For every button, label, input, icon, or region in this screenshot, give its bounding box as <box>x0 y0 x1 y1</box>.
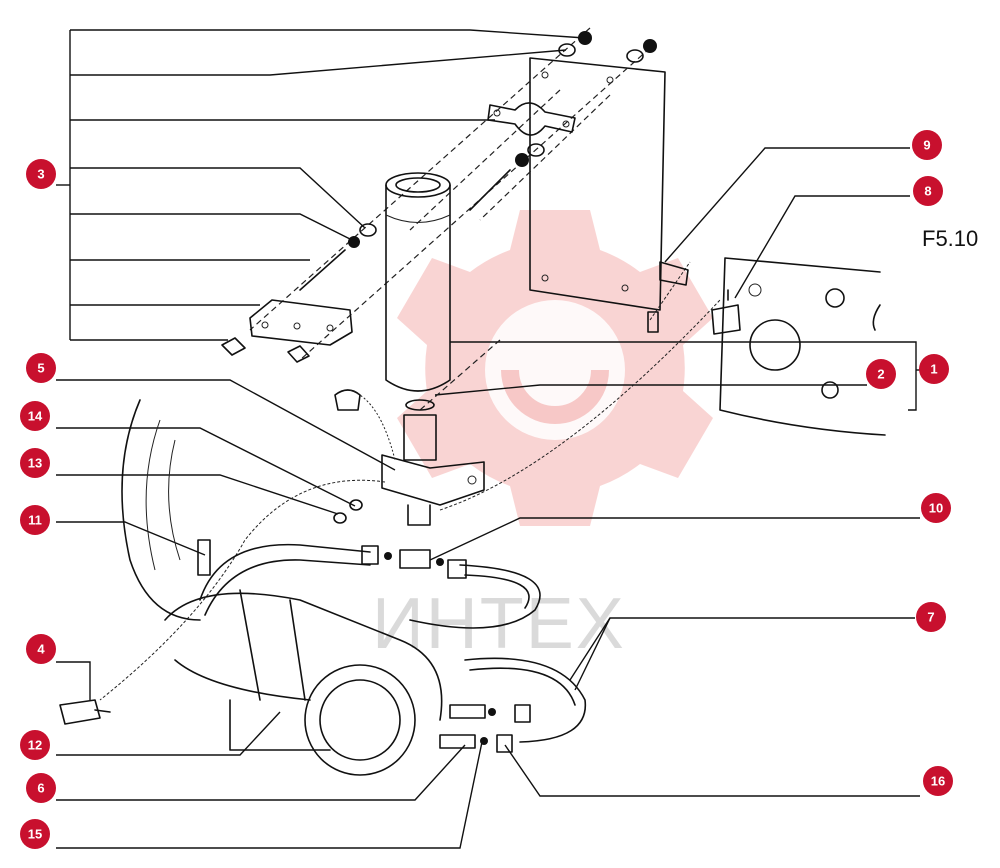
connector-9 <box>647 261 689 333</box>
svg-text:9: 9 <box>923 138 930 153</box>
fuel-pipes <box>199 543 587 743</box>
callout-8: 8 <box>913 176 943 206</box>
small-washers <box>333 499 363 524</box>
callout-3: 3 <box>26 159 56 189</box>
callout-14: 14 <box>20 401 50 431</box>
upper-clamp <box>487 102 576 136</box>
callout-15: 15 <box>20 819 50 849</box>
watermark-gear-hole <box>485 300 625 440</box>
callout-13: 13 <box>20 448 50 478</box>
filter-head <box>381 414 485 526</box>
engine-block <box>121 399 331 751</box>
unions-lower <box>439 704 531 753</box>
filter-canister <box>385 172 451 392</box>
callout-5: 5 <box>26 353 56 383</box>
callout-4: 4 <box>26 634 56 664</box>
fitting-10 <box>361 545 467 579</box>
tank-body <box>164 589 443 776</box>
svg-text:12: 12 <box>28 738 42 753</box>
leader-lines <box>56 29 922 849</box>
callout-7: 7 <box>916 602 946 632</box>
cap-chain <box>334 389 396 461</box>
relay-4 <box>59 699 111 725</box>
callout-16: 16 <box>923 766 953 796</box>
lower-clamp <box>221 299 353 363</box>
figure-label: F5.10 <box>922 226 978 251</box>
callout-2: 2 <box>866 359 896 389</box>
nuts-washers <box>348 31 657 248</box>
svg-text:10: 10 <box>929 501 943 516</box>
svg-text:4: 4 <box>37 642 45 657</box>
engine-panel <box>711 257 886 436</box>
callout-1: 1 <box>919 354 949 384</box>
svg-text:16: 16 <box>931 774 945 789</box>
watermark-text: ИНТЕХ <box>372 584 626 664</box>
callout-6: 6 <box>26 773 56 803</box>
svg-text:7: 7 <box>927 610 934 625</box>
electric-cable <box>99 261 721 701</box>
svg-text:5: 5 <box>37 361 44 376</box>
bracket-11 <box>197 539 211 576</box>
callout-10: 10 <box>921 493 951 523</box>
studs <box>299 169 511 291</box>
svg-text:8: 8 <box>924 184 931 199</box>
svg-text:15: 15 <box>28 827 42 842</box>
svg-text:11: 11 <box>28 513 42 528</box>
callout-9: 9 <box>912 130 942 160</box>
svg-text:1: 1 <box>930 362 937 377</box>
o-ring <box>405 399 435 411</box>
callout-12: 12 <box>20 730 50 760</box>
callout-11: 11 <box>20 505 50 535</box>
svg-text:3: 3 <box>37 167 44 182</box>
svg-text:2: 2 <box>877 367 884 382</box>
svg-text:6: 6 <box>37 781 44 796</box>
svg-text:13: 13 <box>28 456 42 471</box>
svg-text:14: 14 <box>28 409 43 424</box>
